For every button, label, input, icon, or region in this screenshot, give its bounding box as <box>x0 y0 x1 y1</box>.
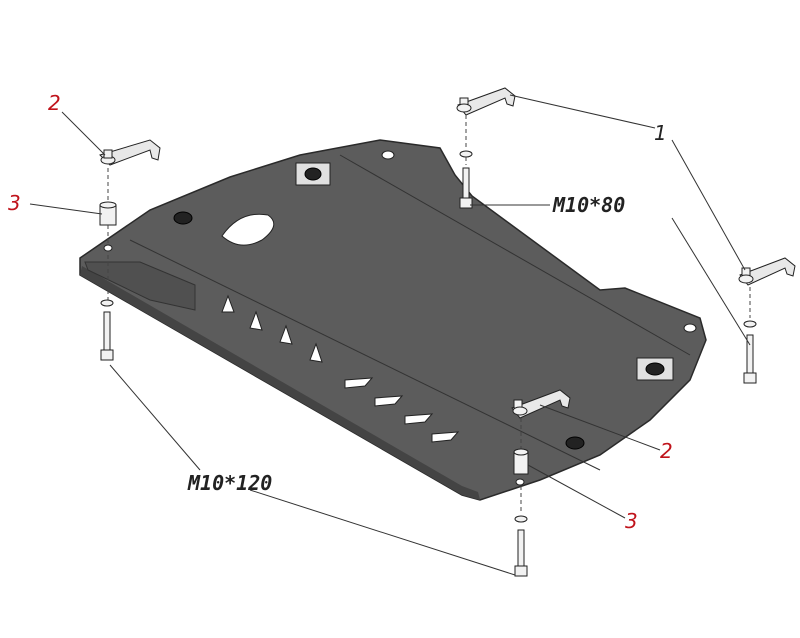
plate-holes <box>103 150 697 486</box>
bolt-front-long <box>514 529 528 577</box>
callout-bolt-short: M10*80 <box>552 193 625 217</box>
callout-spacer-left: 3 <box>8 191 21 215</box>
leader-lines <box>29 94 751 576</box>
callout-bracket-right: 1 <box>654 121 667 145</box>
spacer-front <box>513 448 529 475</box>
bolt-right-short <box>743 334 757 384</box>
bolt-top-short <box>459 167 473 209</box>
bracket-left <box>99 139 161 166</box>
callout-bracket-left: 2 <box>48 91 61 115</box>
bracket-front <box>511 389 571 419</box>
callout-bracket-front: 2 <box>660 439 673 463</box>
callout-spacer-front: 3 <box>625 509 638 533</box>
plate-vent-slots <box>221 294 460 443</box>
bracket-top <box>456 87 516 116</box>
bolt-left-long <box>100 299 114 361</box>
bracket-right <box>738 257 796 286</box>
callout-bolt-long: M10*120 <box>187 471 272 495</box>
spacer-left <box>99 201 117 226</box>
